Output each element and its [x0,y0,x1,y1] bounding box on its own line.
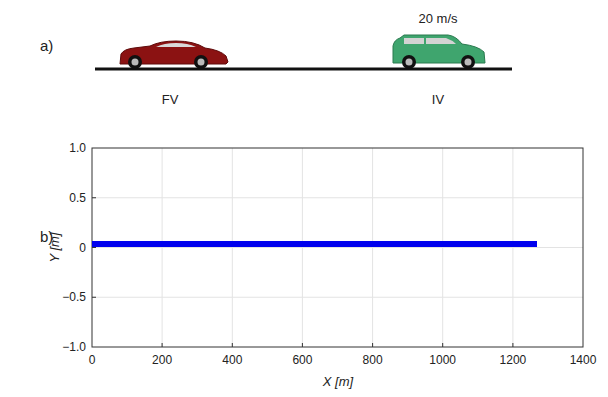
tick-label: 1.0 [69,142,86,154]
road-line [95,68,512,71]
vehicle-label: IV [432,93,444,106]
axis-title: X [m] [323,375,353,388]
speed-label: 20 m/s [418,12,457,25]
trajectory-line [92,241,537,247]
tick-label: −1.0 [62,341,86,353]
tick-label: 1200 [500,354,527,366]
intelligent-vehicle [393,35,485,69]
plot-frame [92,148,583,347]
tick-label: 1000 [429,354,456,366]
tick-label: −0.5 [62,291,86,303]
tick-label: 800 [363,354,383,366]
axis-title: Y [m] [47,232,60,262]
panel-letter: a) [40,38,53,53]
tick-label: 200 [152,354,172,366]
tick-label: 400 [222,354,242,366]
vehicle-label: FV [162,93,179,106]
tick-label: 1400 [570,354,597,366]
tick-label: 0 [89,354,96,366]
following-vehicle [120,41,228,69]
axis-ticks [92,198,513,347]
tick-label: 0.5 [69,192,86,204]
tick-label: 600 [292,354,312,366]
tick-label: 0 [79,242,86,254]
plot-grid [92,148,583,347]
